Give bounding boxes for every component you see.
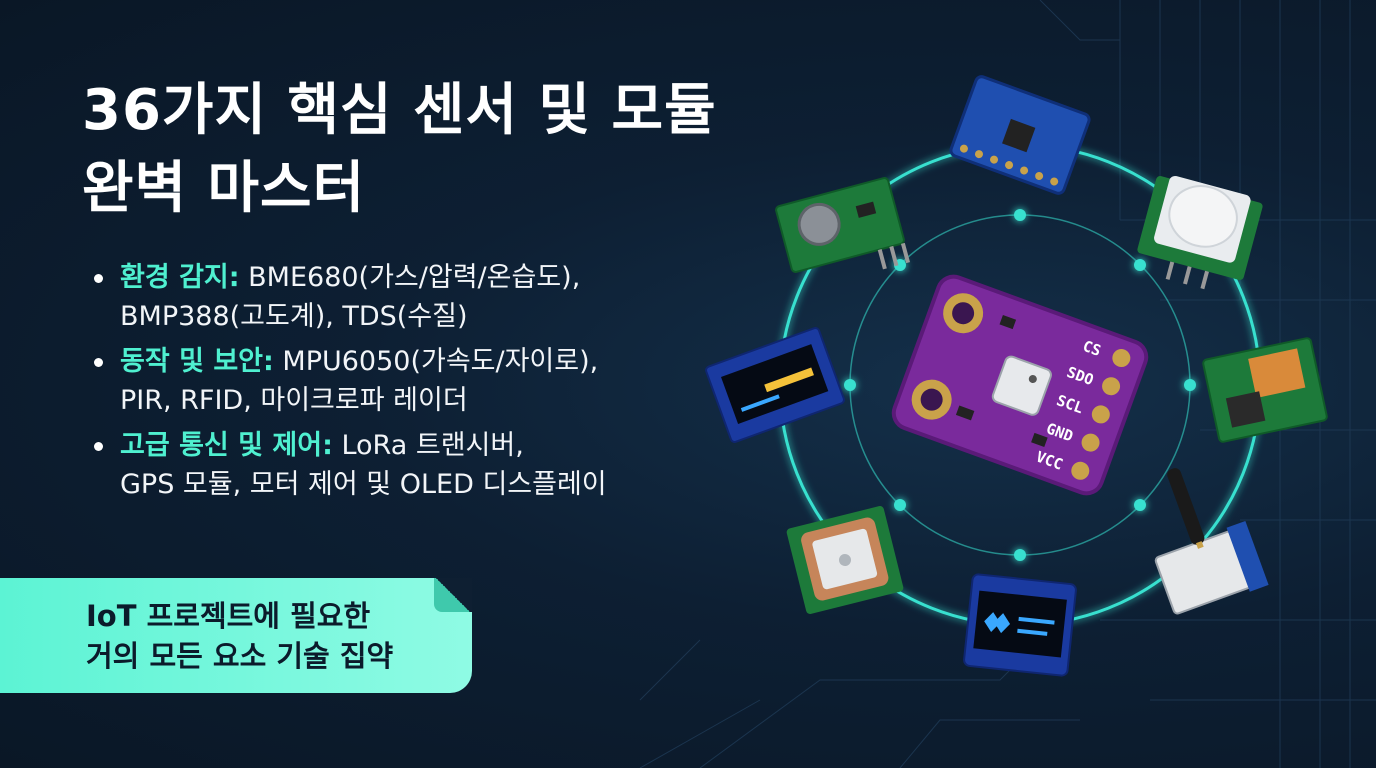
bullet-dot-icon [94,274,103,283]
bullet-text-cont: BMP388(고도계), TDS(수질) [120,301,468,332]
accelerometer-module-icon [949,75,1091,195]
lora-module-icon [1154,468,1269,615]
callout-line-2: 거의 모든 요소 기술 집약 [86,639,394,673]
oled-module-icon [705,327,845,443]
bullet-label: 동작 및 보안: [120,346,274,377]
list-item: 고급 통신 및 제어: LoRa 트랜시버, GPS 모듈, 모터 제어 및 O… [92,426,712,504]
bullet-text-cont: GPS 모듈, 모터 제어 및 OLED 디스플레이 [120,469,607,500]
folded-corner-icon [434,578,472,612]
feature-list: 환경 감지: BME680(가스/압력/온습도), BMP388(고도계), T… [92,258,712,510]
list-item: 동작 및 보안: MPU6050(가속도/자이로), PIR, RFID, 마이… [92,342,712,420]
callout-box: IoT 프로젝트에 필요한 거의 모든 요소 기술 집약 [0,578,472,693]
title-line-2: 완벽 마스터 [82,156,366,221]
gps-antenna-module-icon [1202,337,1328,443]
microphone-module-icon [775,177,910,273]
bullet-label: 환경 감지: [120,262,240,293]
oled-display-module-icon [963,573,1077,677]
callout-line-1: IoT 프로젝트에 필요한 [86,599,371,633]
list-item: 환경 감지: BME680(가스/압력/온습도), BMP388(고도계), T… [92,258,712,336]
patch-antenna-module-icon [786,506,904,614]
bullet-label: 고급 통신 및 제어: [120,430,333,461]
ring-nodes [844,209,1196,561]
bullet-dot-icon [94,442,103,451]
bullet-text: MPU6050(가속도/자이로), [273,346,599,377]
bullet-text: BME680(가스/압력/온습도), [239,262,581,293]
title-line-1: 36가지 핵심 센서 및 모듈 [82,78,717,143]
bullet-text-cont: PIR, RFID, 마이크로파 레이더 [120,385,468,416]
bullet-dot-icon [94,358,103,367]
pin-label-cs: CS [1080,337,1103,360]
pir-module-icon [1137,175,1263,290]
main-sensor-board-icon: CS SDO SCL GND VCC [891,274,1149,496]
page-title: 36가지 핵심 센서 및 모듈 완벽 마스터 [82,72,802,228]
bullet-text: LoRa 트랜시버, [332,430,524,461]
callout-text: IoT 프로젝트에 필요한 거의 모든 요소 기술 집약 [86,596,393,676]
